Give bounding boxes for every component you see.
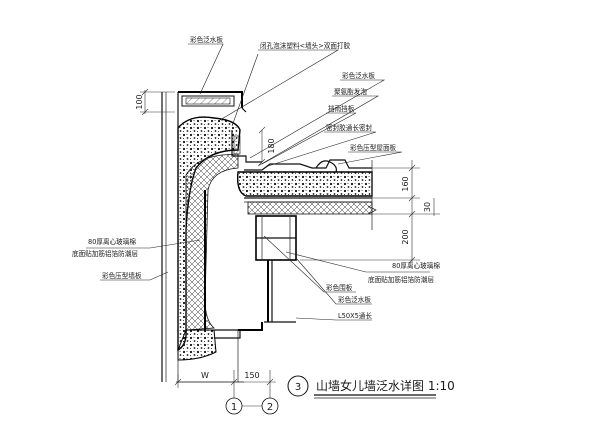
label-color-enclosure: 彩色围板 (326, 283, 353, 292)
label-right-flashing: 彩色泛水板 (342, 71, 375, 80)
roof-rib (315, 160, 337, 173)
annotation-labels: 彩色泛水板 闭孔泡沫塑料<墙头>双面打胶 彩色泛水板 聚氨酯发泡 挡雨挡板 密封… (72, 35, 440, 320)
detail-title: 3 山墙女儿墙泛水详图 1:10 (287, 375, 455, 399)
parapet-cap (177, 91, 262, 163)
axis-markers: 1 2 (225, 392, 279, 415)
detail-number: 3 (295, 382, 301, 393)
dimension-lines: 100 180 160 30 200 W 150 (135, 88, 440, 392)
axis-2: 2 (267, 402, 273, 413)
wall-core (185, 153, 239, 331)
label-right-insulation-2: 底面贴加筋铝箔防潮层 (368, 275, 434, 284)
label-glass-wool-top: 闭孔泡沫塑料<墙头>双面打胶 (260, 41, 351, 50)
dim-200: 200 (401, 229, 410, 244)
label-roof-panel: 彩色压型屋面板 (350, 143, 397, 152)
dim-30: 30 (423, 202, 432, 212)
dim-w: W (201, 371, 209, 380)
dim-180: 180 (267, 138, 276, 153)
label-left-wall-panel: 彩色压型墙板 (102, 271, 142, 280)
axis-1: 1 (231, 402, 237, 413)
roof-assembly (236, 159, 377, 230)
roof-foam-insulation (236, 171, 373, 197)
leader-lines (86, 43, 430, 321)
dim-160: 160 (401, 176, 410, 191)
label-right-insulation-1: 80厚离心玻璃棉 (392, 261, 440, 270)
label-angle-steel: L50X5通长 (338, 311, 372, 320)
label-left-insulation-2: 底面贴加筋铝箔防潮层 (72, 249, 138, 258)
purlin-column (238, 215, 297, 331)
label-left-insulation-1: 80厚离心玻璃棉 (88, 237, 136, 246)
label-top-flashing: 彩色泛水板 (190, 35, 223, 44)
label-gutter-plate: 挡雨挡板 (328, 104, 355, 113)
dim-150: 150 (244, 371, 259, 380)
label-inner-flashing: 彩色泛水板 (338, 295, 371, 304)
label-polystyrene: 聚氨酯发泡 (334, 87, 367, 96)
dim-100: 100 (135, 94, 144, 109)
drawing-title: 山墙女儿墙泛水详图 1:10 (316, 378, 455, 393)
label-rivet-strip: 密封胶通长密封 (326, 123, 373, 132)
